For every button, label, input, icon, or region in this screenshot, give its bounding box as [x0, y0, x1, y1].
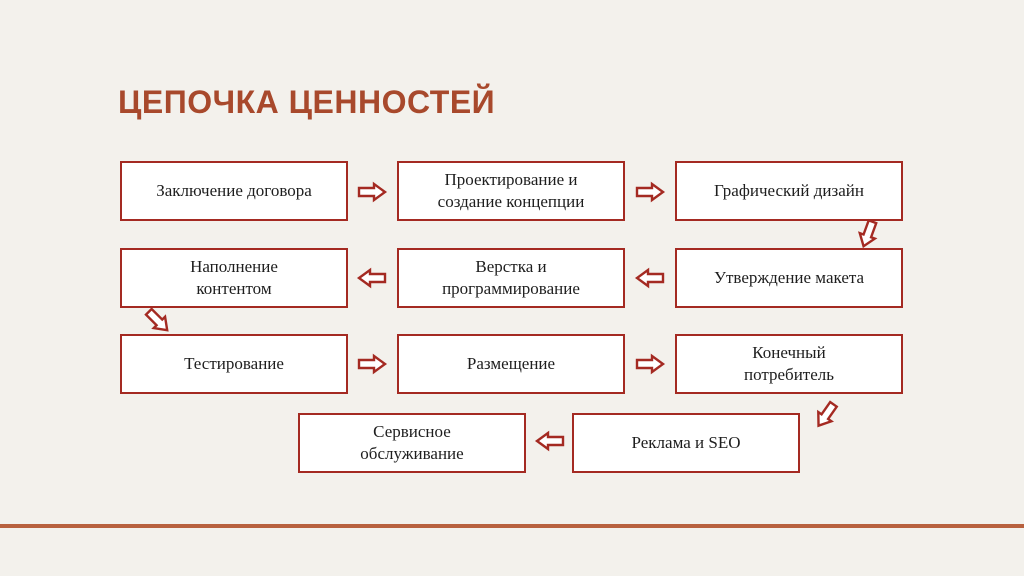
step-box-service: Сервисное обслуживание	[298, 413, 526, 473]
step-label: Заключение договора	[156, 180, 312, 200]
arrow-left-icon	[534, 430, 565, 452]
step-box-content: Наполнение контентом	[120, 248, 348, 308]
step-box-layout-approval: Утверждение макета	[675, 248, 903, 308]
arrow-right-icon	[357, 181, 388, 203]
step-label: Реклама и SEO	[631, 432, 741, 452]
page-title: ЦЕПОЧКА ЦЕННОСТЕЙ	[118, 84, 496, 120]
step-label: программирование	[442, 279, 580, 298]
arrow-left-icon	[356, 267, 387, 289]
step-box-advertising-seo: Реклама и SEO	[572, 413, 800, 473]
step-box-programming: Верстка и программирование	[397, 248, 625, 308]
step-box-contract: Заключение договора	[120, 161, 348, 221]
step-box-concept: Проектирование и создание концепции	[397, 161, 625, 221]
step-label: Утверждение макета	[713, 267, 865, 287]
step-label: Наполнение	[190, 256, 278, 276]
step-label: Графический дизайн	[714, 180, 864, 200]
step-label: создание концепции	[437, 192, 585, 211]
step-box-graphic-design: Графический дизайн	[675, 161, 903, 221]
bottom-divider	[0, 524, 1024, 528]
step-label: Сервисное	[373, 421, 451, 441]
step-label: обслуживание	[360, 444, 464, 463]
arrow-down-left-icon	[812, 400, 840, 428]
step-label: Тестирование	[184, 353, 284, 373]
step-box-end-user: Конечный потребитель	[675, 334, 903, 394]
step-box-deployment: Размещение	[397, 334, 625, 394]
arrow-right-icon	[357, 353, 388, 375]
step-label: Размещение	[466, 353, 556, 373]
arrow-down-icon	[144, 307, 172, 332]
step-label: Верстка и	[475, 256, 547, 276]
arrow-right-icon	[635, 353, 666, 375]
arrow-left-icon	[634, 267, 665, 289]
arrow-down-icon	[854, 218, 882, 249]
step-label: Конечный	[752, 342, 826, 362]
step-box-testing: Тестирование	[120, 334, 348, 394]
step-label: контентом	[196, 279, 272, 298]
step-label: Проектирование и	[444, 169, 578, 189]
arrow-right-icon	[635, 181, 666, 203]
step-label: потребитель	[743, 365, 834, 384]
